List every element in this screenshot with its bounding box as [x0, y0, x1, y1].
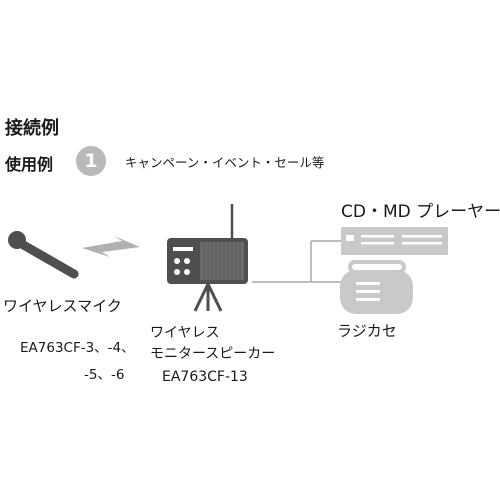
wireless-signal-icon: [82, 236, 140, 257]
section-heading: 接続例: [5, 118, 59, 139]
usage-number-badge: 1: [76, 146, 106, 176]
cd-md-player-label: CD・MD プレーヤー: [341, 202, 500, 222]
wireless-microphone-icon: [8, 231, 79, 279]
radio-cassette-icon: [340, 260, 413, 314]
cd-md-player-icon: [341, 227, 448, 255]
usage-label: 使用例: [5, 155, 54, 174]
monitor-speaker-icon: [167, 204, 248, 312]
speaker-label-line2: モニタースピーカー: [150, 346, 276, 362]
speaker-model: EA763CF-13: [162, 369, 248, 385]
microphone-model-line1: EA763CF-3、-4、: [20, 340, 135, 356]
connection-lines: [252, 240, 341, 283]
radio-cassette-label: ラジカセ: [337, 322, 397, 340]
usage-description: キャンペーン・イベント・セール等: [125, 155, 325, 170]
microphone-model-line2: -5、-6: [84, 367, 125, 383]
microphone-label: ワイヤレスマイク: [3, 297, 122, 315]
speaker-label-line1: ワイヤレス: [150, 325, 220, 341]
